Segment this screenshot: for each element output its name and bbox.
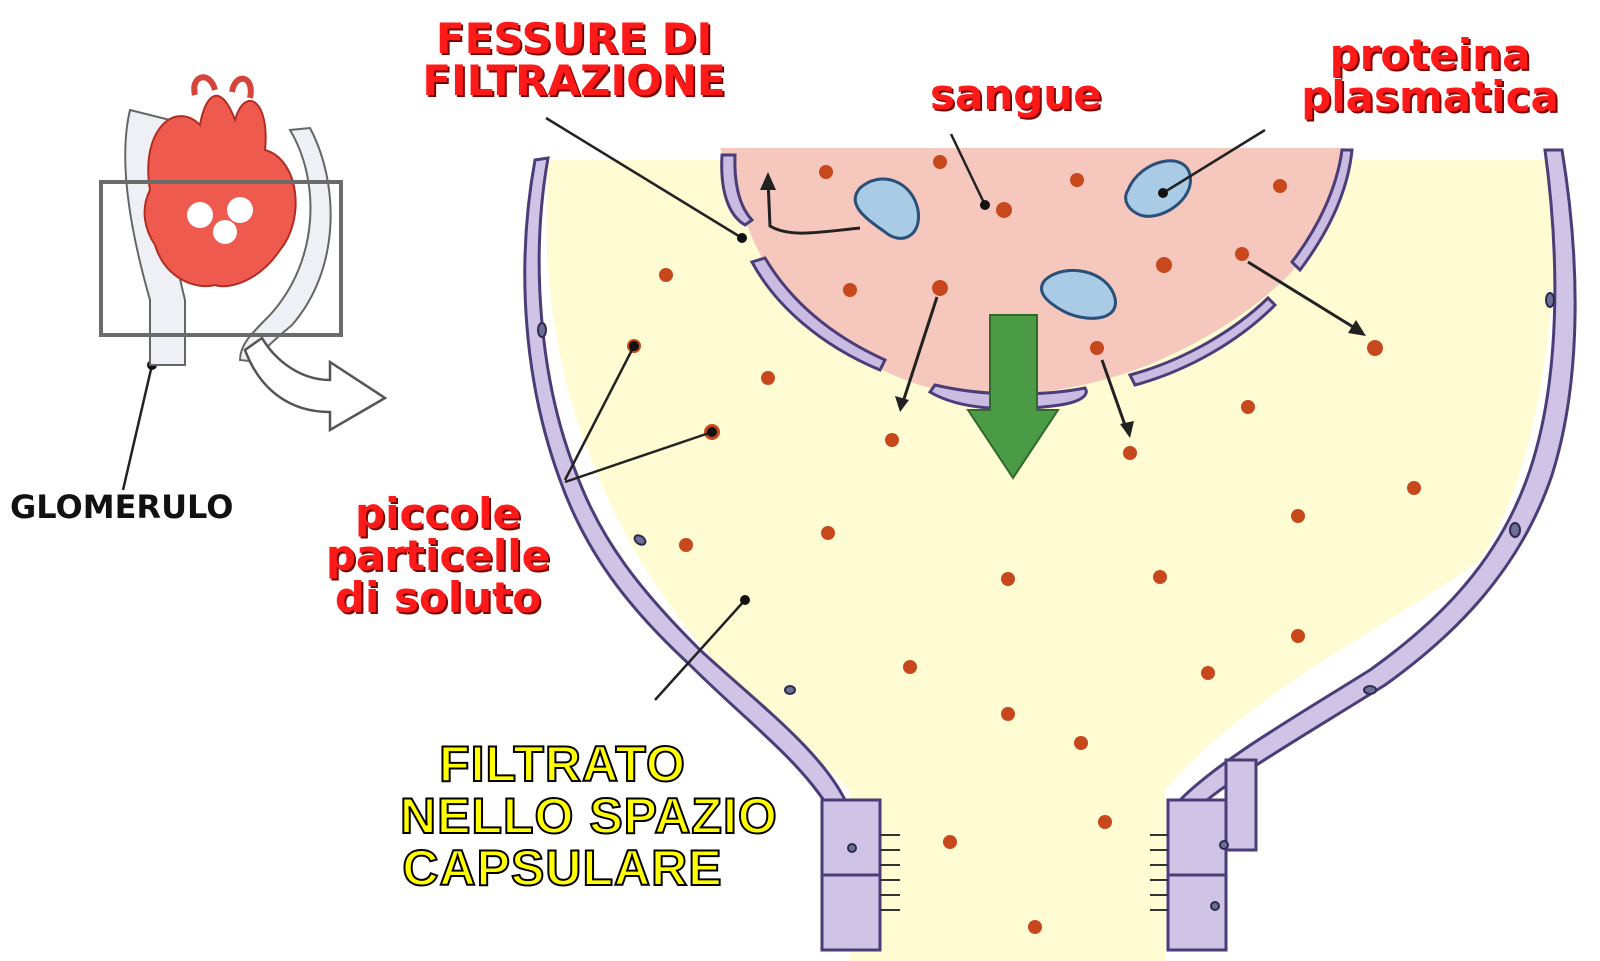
glomerulus-inset <box>101 77 385 430</box>
label-piccole-particelle: piccole particelle di soluto <box>318 493 558 619</box>
label-filtrato-line-2: NELLO SPAZIO <box>400 790 725 842</box>
label-sangue: sangue <box>930 74 1100 116</box>
label-proteina-line-1: proteina <box>1300 34 1560 76</box>
label-piccole-line-3: di soluto <box>318 577 558 619</box>
label-filtrato-line-3: CAPSULARE <box>400 842 725 894</box>
label-piccole-line-1: piccole <box>318 493 558 535</box>
label-fessure-di-filtrazione: FESSURE DI FILTRAZIONE <box>384 18 764 102</box>
label-proteina-line-2: plasmatica <box>1300 76 1560 118</box>
label-fessure-line-1: FESSURE DI <box>384 18 764 60</box>
label-filtrato-line-1: FILTRATO <box>400 738 725 790</box>
label-glomerulo: GLOMERULO <box>10 488 234 526</box>
label-filtrato: FILTRATO NELLO SPAZIO CAPSULARE <box>400 738 725 894</box>
label-proteina-plasmatica: proteina plasmatica <box>1300 34 1560 118</box>
label-piccole-line-2: particelle <box>318 535 558 577</box>
label-fessure-line-2: FILTRAZIONE <box>384 60 764 102</box>
